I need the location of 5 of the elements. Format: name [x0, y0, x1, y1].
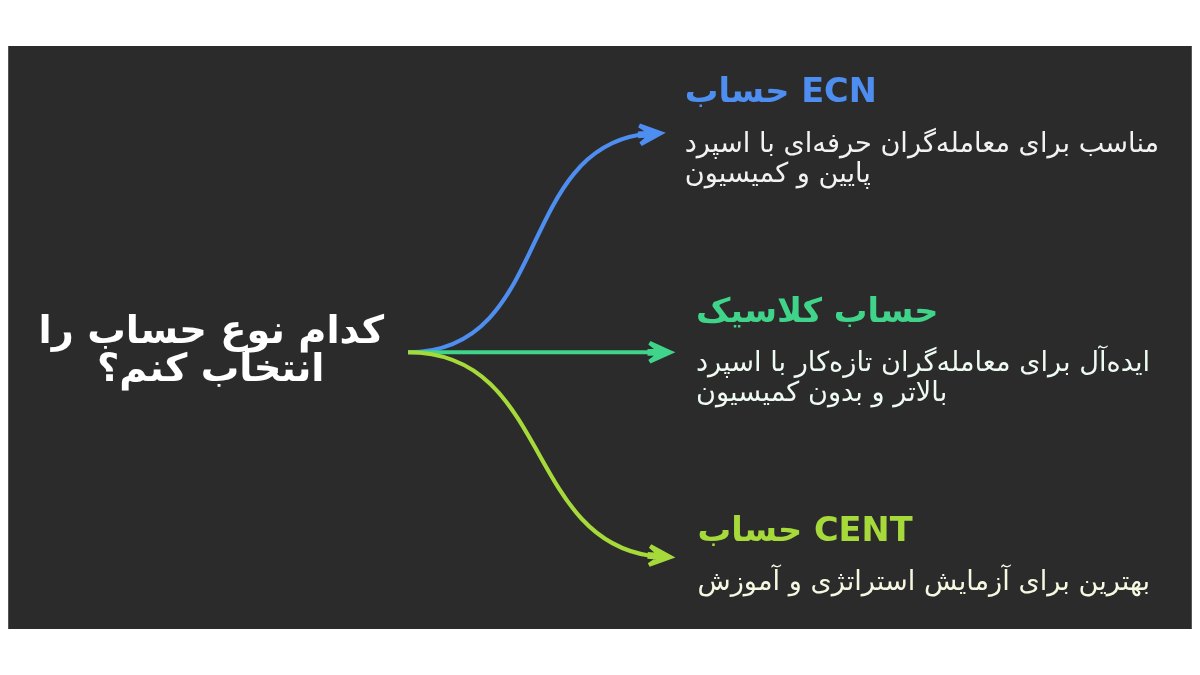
node-text: حساب کلاسیک ایده‌آل برای معامله‌گران تازه‌کار با اسپرد بالاتر و بدون کمیسیون [695, 290, 1151, 408]
node-text: کدام نوع حساب را انتخاب کنم؟ [38, 307, 385, 391]
arrow [407, 350, 673, 567]
node-text: حساب CENT بهترین برای آزمایش استراتژی و آموزش [697, 509, 1151, 596]
node-text: حساب ECN مناسب برای معامله‌گران حرفه‌ای با اسپرد پایین و کمیسیون [684, 71, 1160, 189]
